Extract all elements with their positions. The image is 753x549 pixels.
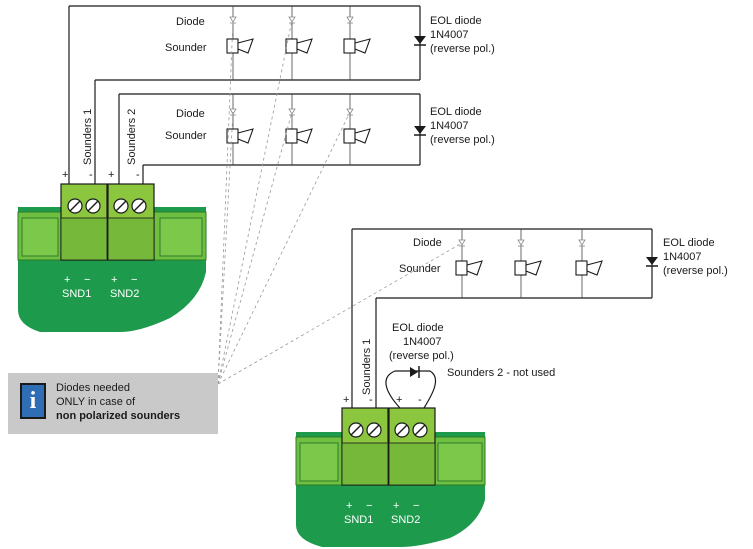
- svg-text:Sounder: Sounder: [165, 130, 207, 142]
- svg-text:+: +: [396, 394, 402, 406]
- svg-text:SND2: SND2: [391, 514, 420, 526]
- svg-text:1N4007: 1N4007: [430, 120, 469, 132]
- svg-text:+: +: [393, 500, 399, 512]
- info-note: i Diodes needed ONLY in case of non pola…: [8, 373, 218, 434]
- svg-text:+: +: [343, 394, 349, 406]
- snd1-plus-label: +: [64, 274, 70, 286]
- svg-text:(reverse pol.): (reverse pol.): [389, 350, 454, 362]
- svg-text:Diode: Diode: [176, 108, 205, 120]
- info-icon: i: [20, 383, 46, 419]
- svg-text:Diode: Diode: [176, 16, 205, 28]
- svg-text:Diode: Diode: [413, 237, 442, 249]
- sounder-row-1: Diode Sounder EOL diode 1N4007 (reverse …: [165, 6, 495, 80]
- svg-text:(reverse pol.): (reverse pol.): [430, 134, 495, 146]
- sounder-row-3: Diode Sounder EOL diode 1N4007 (reverse …: [399, 229, 728, 298]
- svg-text:1N4007: 1N4007: [403, 336, 442, 348]
- svg-text:+: +: [62, 169, 68, 181]
- svg-text:EOL diode: EOL diode: [430, 15, 482, 27]
- snd1-label: SND1: [62, 288, 91, 300]
- svg-text:−: −: [84, 274, 90, 286]
- bottom-right-panel: + − + − SND1 SND2 + - + - Sounders 1 EOL…: [295, 228, 728, 547]
- svg-text:-: -: [369, 394, 373, 406]
- svg-text:EOL diode: EOL diode: [663, 237, 715, 249]
- svg-text:−: −: [366, 500, 372, 512]
- svg-text:-: -: [136, 169, 140, 181]
- sounders2-label: Sounders 2: [126, 109, 138, 165]
- pointer-lines: [217, 19, 463, 385]
- sounder-row-2: Diode Sounder EOL diode 1N4007 (reverse …: [165, 94, 495, 165]
- snd2-plus-label: +: [111, 274, 117, 286]
- svg-text:+: +: [108, 169, 114, 181]
- svg-text:+: +: [346, 500, 352, 512]
- top-left-panel: + − + − SND1 SND2 + - + - Sounders 1 Sou…: [17, 5, 495, 332]
- svg-text:EOL diode: EOL diode: [392, 322, 444, 334]
- sounders1-label: Sounders 1: [82, 109, 94, 165]
- svg-text:Sounders 1: Sounders 1: [361, 339, 373, 395]
- svg-text:Sounder: Sounder: [165, 42, 207, 54]
- svg-text:EOL diode: EOL diode: [430, 106, 482, 118]
- svg-text:1N4007: 1N4007: [663, 251, 702, 263]
- svg-text:(reverse pol.): (reverse pol.): [663, 265, 728, 277]
- info-note-text: Diodes needed ONLY in case of non polari…: [56, 382, 181, 422]
- svg-text:-: -: [418, 394, 422, 406]
- not-used-label: Sounders 2 - not used: [447, 367, 555, 379]
- svg-text:−: −: [131, 274, 137, 286]
- snd2-label: SND2: [110, 288, 139, 300]
- svg-text:(reverse pol.): (reverse pol.): [430, 43, 495, 55]
- svg-text:1N4007: 1N4007: [430, 29, 469, 41]
- svg-text:Sounder: Sounder: [399, 263, 441, 275]
- svg-text:-: -: [89, 169, 93, 181]
- svg-text:−: −: [413, 500, 419, 512]
- svg-text:SND1: SND1: [344, 514, 373, 526]
